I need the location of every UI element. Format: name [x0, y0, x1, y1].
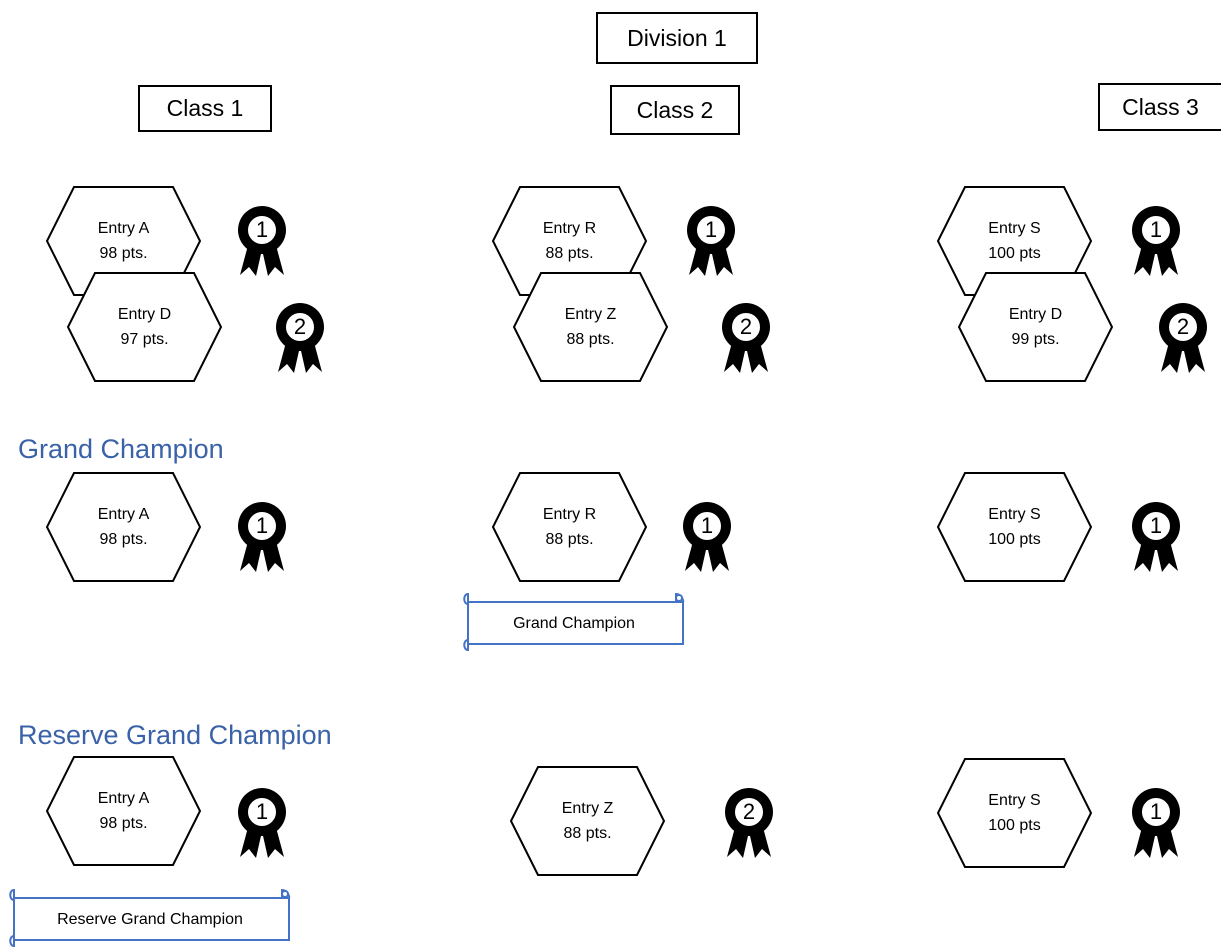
award-ribbon-icon: 1 [685, 200, 745, 280]
entry-name: Entry S [988, 220, 1041, 237]
class-2-box: Class 2 [610, 85, 740, 135]
reserve-grand-champion-heading: Reserve Grand Champion [18, 720, 332, 750]
entry-score: 98 pts. [99, 531, 148, 548]
award-place-number: 2 [742, 799, 756, 824]
entry-name: Entry D [1008, 306, 1063, 323]
banner-label: Grand Champion [513, 615, 635, 632]
class-3-box: Class 3 [1098, 83, 1221, 131]
entry-score: 88 pts. [566, 331, 615, 348]
entry-name: Entry A [97, 790, 150, 807]
division-box: Division 1 [596, 12, 758, 64]
entry-score: 100 pts [988, 245, 1041, 262]
entry-name: Entry R [542, 220, 597, 237]
award-ribbon-icon: 1 [236, 782, 296, 862]
entry-name: Entry A [97, 220, 150, 237]
entry-hexagon: Entry Z 88 pts. [512, 272, 669, 382]
entry-score: 88 pts. [563, 825, 612, 842]
entry-hexagon: Entry D 97 pts. [66, 272, 223, 382]
award-ribbon-icon: 1 [236, 496, 296, 576]
award-place-number: 1 [255, 513, 269, 538]
entry-name: Entry A [97, 506, 150, 523]
entry-score: 88 pts. [545, 245, 594, 262]
entry-hexagon: Entry D 99 pts. [957, 272, 1114, 382]
award-ribbon-icon: 1 [681, 496, 741, 576]
award-place-number: 2 [293, 314, 307, 339]
class-3-label: Class 3 [1122, 93, 1199, 120]
class-1-box: Class 1 [138, 85, 272, 132]
entry-hexagon: Entry S 100 pts [936, 758, 1093, 868]
award-ribbon-icon: 2 [1157, 297, 1217, 377]
entry-score: 100 pts [988, 817, 1041, 834]
award-place-number: 1 [700, 513, 714, 538]
entry-name: Entry D [117, 306, 172, 323]
banner-label: Reserve Grand Champion [57, 911, 243, 928]
entry-hexagon: Entry S 100 pts [936, 472, 1093, 582]
award-place-number: 1 [255, 799, 269, 824]
award-place-number: 2 [739, 314, 753, 339]
entry-hexagon: Entry Z 88 pts. [509, 766, 666, 876]
entry-score: 98 pts. [99, 245, 148, 262]
entry-score: 98 pts. [99, 815, 148, 832]
award-place-number: 1 [1149, 513, 1163, 538]
entry-hexagon: Entry R 88 pts. [491, 186, 648, 296]
grand-champion-heading: Grand Champion [18, 434, 224, 464]
award-ribbon-icon: 1 [236, 200, 296, 280]
award-ribbon-icon: 1 [1130, 200, 1190, 280]
entry-name: Entry R [542, 506, 597, 523]
entry-hexagon: Entry S 100 pts [936, 186, 1093, 296]
award-place-number: 1 [1149, 217, 1163, 242]
scroll-banner-icon: Reserve Grand Champion [6, 888, 294, 948]
award-ribbon-icon: 2 [723, 782, 783, 862]
class-1-label: Class 1 [166, 95, 244, 121]
award-place-number: 1 [255, 217, 269, 242]
entry-name: Entry S [988, 792, 1041, 809]
award-ribbon-icon: 2 [720, 297, 780, 377]
entry-score: 100 pts [988, 531, 1041, 548]
entry-hexagon: Entry A 98 pts. [45, 472, 202, 582]
entry-name: Entry Z [564, 306, 617, 323]
scroll-banner-icon: Grand Champion [460, 592, 688, 652]
award-ribbon-icon: 2 [274, 297, 334, 377]
entry-score: 88 pts. [545, 531, 594, 548]
entry-hexagon: Entry R 88 pts. [491, 472, 648, 582]
award-ribbon-icon: 1 [1130, 782, 1190, 862]
award-place-number: 1 [1149, 799, 1163, 824]
entry-hexagon: Entry A 98 pts. [45, 756, 202, 866]
entry-name: Entry Z [561, 800, 614, 817]
award-ribbon-icon: 1 [1130, 496, 1190, 576]
division-label: Division 1 [627, 24, 727, 51]
class-2-label: Class 2 [636, 96, 714, 123]
award-place-number: 2 [1176, 314, 1190, 339]
award-place-number: 1 [704, 217, 718, 242]
entry-score: 99 pts. [1011, 331, 1060, 348]
entry-score: 97 pts. [120, 331, 169, 348]
entry-name: Entry S [988, 506, 1041, 523]
